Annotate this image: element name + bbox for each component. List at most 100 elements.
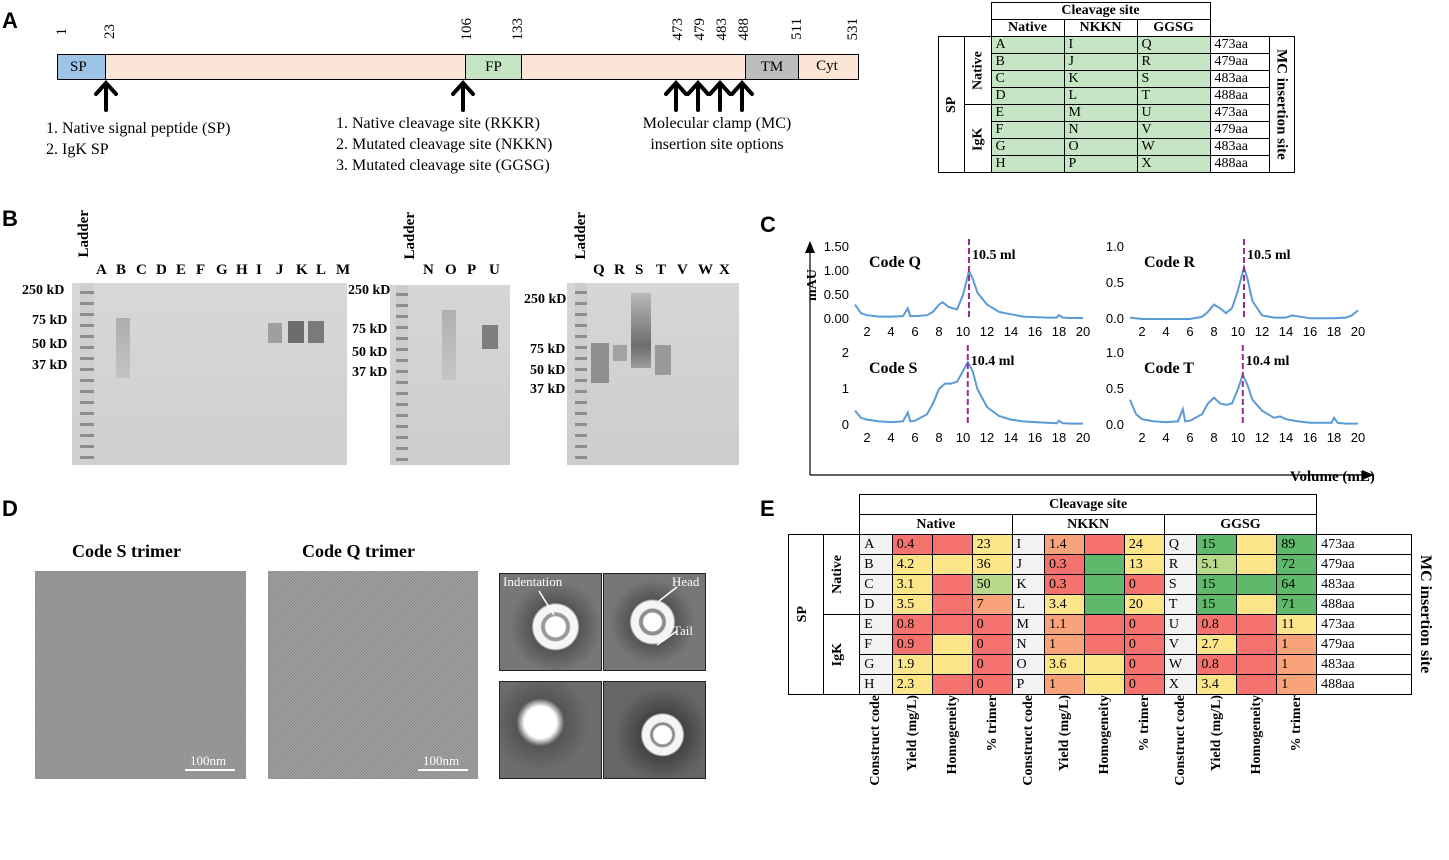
construct-code: T bbox=[1163, 594, 1198, 615]
data-cell: 3.4 bbox=[1196, 674, 1238, 695]
column-label: % trimer bbox=[972, 695, 1012, 828]
construct-code: L bbox=[1063, 87, 1138, 105]
data-cell: 0.9 bbox=[891, 634, 933, 655]
band bbox=[631, 293, 651, 368]
sp-option: 2. IgK SP bbox=[46, 141, 109, 158]
panel-label-b: B bbox=[2, 206, 18, 231]
data-cell: 0 bbox=[1123, 674, 1165, 695]
data-cell: 15 bbox=[1196, 574, 1238, 595]
spacer bbox=[824, 515, 860, 535]
column-label: Construct code bbox=[1012, 695, 1045, 828]
band bbox=[482, 325, 498, 349]
column-label-text: Homogeneity bbox=[1096, 695, 1112, 775]
annotation-arrows bbox=[538, 586, 678, 646]
band bbox=[591, 343, 609, 383]
data-cell bbox=[1083, 534, 1125, 555]
data-cell: 0 bbox=[971, 654, 1013, 675]
x-tick-label: 20 bbox=[1351, 430, 1365, 445]
lane-label: L bbox=[316, 262, 327, 278]
band bbox=[116, 318, 130, 378]
mc-label-line: Molecular clamp (MC) bbox=[642, 115, 792, 132]
gel-3 bbox=[567, 283, 739, 465]
construct-code: S bbox=[1163, 574, 1198, 595]
y-tick-label: 0.50 bbox=[824, 287, 849, 302]
column-label: Homogeneity bbox=[1084, 695, 1124, 828]
column-label: % trimer bbox=[1124, 695, 1164, 828]
construct-code: S bbox=[1136, 70, 1211, 88]
lane-label: E bbox=[176, 262, 187, 278]
x-tick-label: 20 bbox=[1076, 430, 1090, 445]
arrow-up-icon bbox=[686, 80, 710, 112]
data-cell: 36 bbox=[971, 554, 1013, 575]
construct-code: F bbox=[990, 121, 1065, 139]
data-cell: 50 bbox=[971, 574, 1013, 595]
band bbox=[613, 345, 627, 361]
insertion-site: 483aa bbox=[1209, 70, 1270, 88]
construct-code: G bbox=[859, 654, 893, 675]
lane-label: H bbox=[236, 262, 248, 278]
construct-code: C bbox=[859, 574, 893, 595]
column-label-text: Yield (mg/L) bbox=[1057, 695, 1072, 772]
ladder-label: Ladder bbox=[76, 210, 92, 258]
group-header: NKKN bbox=[1011, 514, 1165, 535]
peak-label: 10.5 ml bbox=[972, 248, 1016, 263]
class-average bbox=[603, 681, 706, 779]
ladder-label: Ladder bbox=[402, 212, 418, 260]
lane-label: B bbox=[116, 262, 127, 278]
data-cell: 0.8 bbox=[1196, 614, 1238, 635]
insertion-site: 488aa bbox=[1209, 155, 1270, 173]
data-cell: 1 bbox=[1044, 674, 1085, 695]
panel-label-d: D bbox=[2, 496, 18, 521]
protein-bar bbox=[57, 54, 859, 80]
construct-code: H bbox=[859, 674, 893, 695]
construct-code: O bbox=[1011, 654, 1046, 675]
arrows bbox=[94, 80, 754, 112]
x-axis-label: Volume (mL) bbox=[1290, 469, 1375, 485]
band bbox=[288, 321, 304, 343]
data-cell: 0 bbox=[1123, 654, 1165, 675]
data-cell: 3.4 bbox=[1044, 594, 1085, 615]
construct-code: E bbox=[990, 104, 1065, 122]
x-tick-label: 2 bbox=[1138, 430, 1145, 445]
lane-label: J bbox=[276, 262, 284, 278]
marker: 50 kD bbox=[352, 345, 388, 360]
insertion-site: 473aa bbox=[1316, 534, 1412, 555]
marker: 250 kD bbox=[524, 292, 567, 307]
sp-label: SP bbox=[787, 534, 825, 695]
data-cell: 0 bbox=[1123, 634, 1165, 655]
insertion-site: 483aa bbox=[1209, 138, 1270, 156]
marker: 37 kD bbox=[32, 358, 68, 373]
cleavage-option: 3. Mutated cleavage site (GGSG) bbox=[336, 157, 550, 174]
construct-code: T bbox=[1136, 87, 1211, 105]
domain-sp: SP bbox=[57, 54, 106, 80]
spacer bbox=[824, 495, 860, 515]
em-title-s: Code S trimer bbox=[72, 541, 181, 561]
insertion-site: 488aa bbox=[1316, 594, 1412, 615]
x-tick-label: 4 bbox=[887, 430, 894, 445]
class-average bbox=[499, 573, 602, 671]
x-tick-label: 18 bbox=[1052, 430, 1066, 445]
x-tick-label: 16 bbox=[1303, 430, 1317, 445]
group-header: Native bbox=[859, 514, 1013, 535]
lane-label: U bbox=[489, 262, 500, 278]
y-tick-label: 1 bbox=[842, 381, 849, 396]
class-average bbox=[603, 573, 706, 671]
scale-label: 100nm bbox=[423, 753, 460, 768]
marker: 250 kD bbox=[348, 283, 391, 298]
sp-group-text: IgK bbox=[830, 642, 846, 667]
em-title-q: Code Q trimer bbox=[302, 541, 415, 561]
data-cell: 2.3 bbox=[891, 674, 933, 695]
lane-label: I bbox=[256, 262, 262, 278]
lane-label: G bbox=[216, 262, 228, 278]
construct-code: Q bbox=[1136, 36, 1211, 54]
construct-code: Q bbox=[1163, 534, 1198, 555]
construct-code: U bbox=[1163, 614, 1198, 635]
sp-group-text: Native bbox=[830, 555, 846, 594]
data-cell bbox=[931, 634, 973, 655]
marker: 75 kD bbox=[530, 342, 566, 357]
column-label: Construct code bbox=[860, 695, 893, 828]
construct-code: N bbox=[1011, 634, 1046, 655]
x-tick-label: 20 bbox=[1076, 324, 1090, 339]
chart-title: Code R bbox=[1144, 254, 1196, 271]
